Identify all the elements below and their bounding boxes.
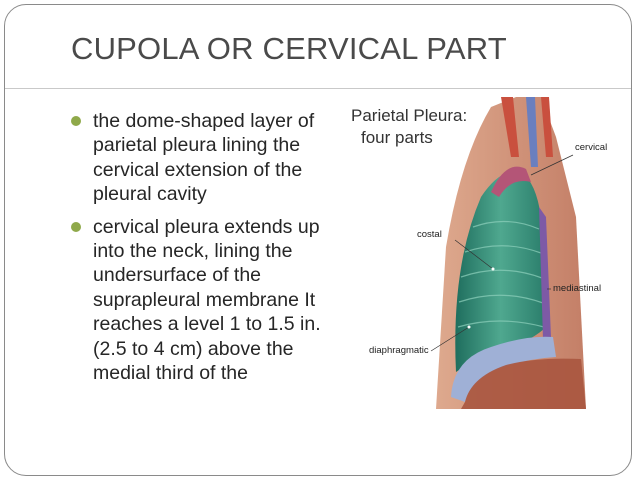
pleura-anatomy-drawing <box>430 97 586 409</box>
pleura-illustration: Parietal Pleura: four parts cervical cos… <box>341 97 621 409</box>
label-mediastinal: mediastinal <box>553 283 602 294</box>
bullet-item: the dome-shaped layer of parietal pleura… <box>69 109 339 207</box>
slide-title: CUPOLA OR CERVICAL PART <box>71 31 507 66</box>
bullet-text: the dome-shaped layer of parietal pleura… <box>93 110 315 206</box>
bullet-list: the dome-shaped layer of parietal pleura… <box>69 109 339 393</box>
label-cervical: cervical <box>575 142 608 153</box>
bullet-item: cervical pleura extends up into the neck… <box>69 215 339 386</box>
label-costal: costal <box>417 229 442 240</box>
bullet-dot-icon <box>71 116 81 126</box>
figure-title-line-1: Parietal Pleura: <box>351 106 468 125</box>
figure-title: Parietal Pleura: four parts <box>351 105 467 149</box>
bullet-dot-icon <box>71 221 81 232</box>
label-diaphragmatic: diaphragmatic <box>369 345 429 356</box>
figure-title-line-2: four parts <box>361 128 433 147</box>
slide: CUPOLA OR CERVICAL PART the dome-shaped … <box>4 4 632 476</box>
bullet-text: cervical pleura extends up into the neck… <box>93 215 321 385</box>
title-divider <box>5 88 631 89</box>
